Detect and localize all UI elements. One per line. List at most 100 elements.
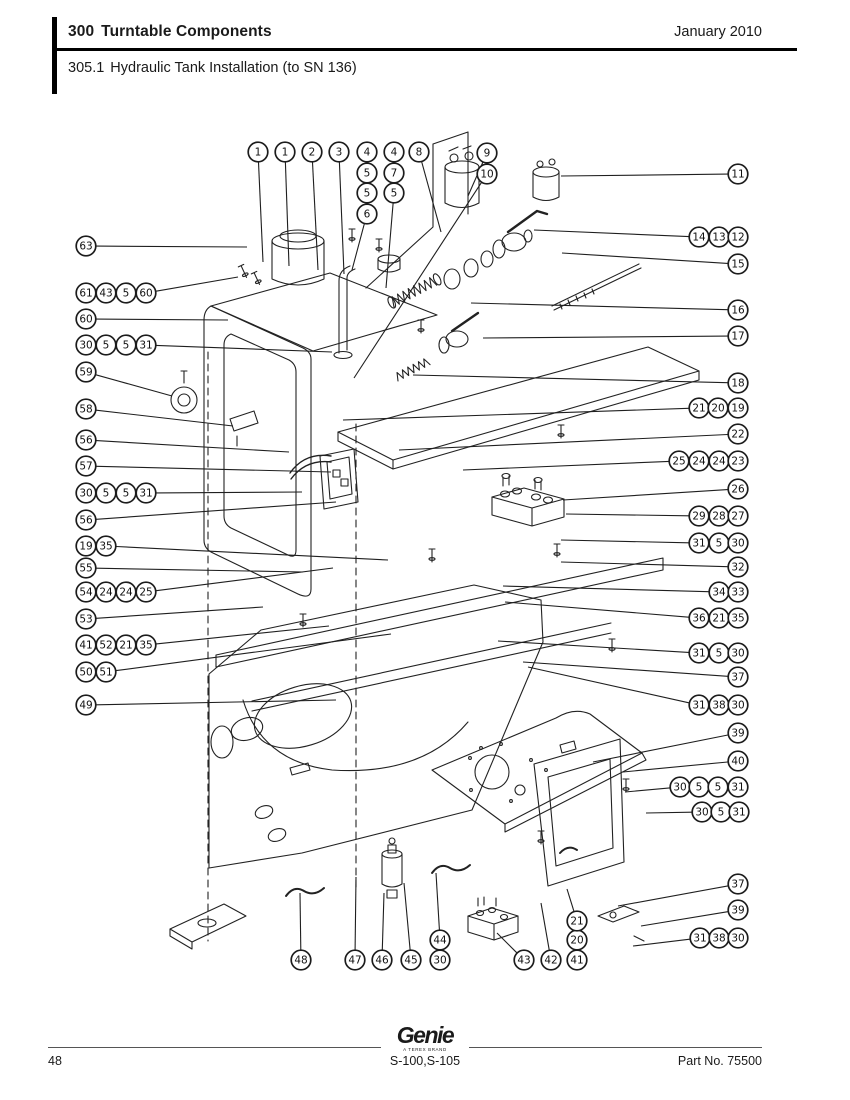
balloon-number: 51 <box>99 667 112 679</box>
balloon-number: 5 <box>123 488 130 500</box>
leader-line-35 <box>116 545 389 561</box>
balloon-number: 31 <box>732 807 745 819</box>
balloon-number: 17 <box>731 331 744 343</box>
balloon-number: 47 <box>348 955 361 967</box>
balloon-number: 5 <box>696 782 703 794</box>
balloon-46 <box>371 949 393 971</box>
balloon-12 <box>727 226 749 248</box>
leader-line-59 <box>95 374 173 397</box>
section-number: 300 <box>68 23 95 40</box>
balloon-number: 35 <box>139 640 152 652</box>
issue-date: January 2010 <box>674 24 762 40</box>
balloon-57 <box>75 455 97 477</box>
balloon-number: 5 <box>123 288 130 300</box>
balloon-number: 49 <box>79 700 92 712</box>
balloon-number: 31 <box>692 538 705 550</box>
balloon-31 <box>727 776 749 798</box>
balloon-number: 31 <box>731 782 744 794</box>
balloon-number: 25 <box>139 587 152 599</box>
balloon-number: 48 <box>294 955 307 967</box>
header-accent-bar <box>52 17 57 94</box>
balloon-number: 5 <box>715 782 722 794</box>
balloon-number: 4 <box>391 147 398 159</box>
balloon-number: 26 <box>731 484 745 496</box>
leader-line-21 <box>342 407 689 421</box>
balloon-number: 25 <box>672 456 685 468</box>
leader-line-11 <box>560 173 728 177</box>
leader-line-1 <box>257 162 264 263</box>
balloon-number: 8 <box>416 147 423 159</box>
balloon-number: 30 <box>695 807 708 819</box>
balloon-number: 6 <box>364 209 371 221</box>
leader-line-32 <box>560 561 728 568</box>
balloon-number: 31 <box>693 933 706 945</box>
balloon-number: 21 <box>119 640 132 652</box>
leader-line-31 <box>527 666 690 704</box>
balloon-30 <box>727 642 749 664</box>
balloon-40 <box>727 750 749 772</box>
balloon-number: 46 <box>375 955 389 967</box>
balloon-10 <box>476 163 498 185</box>
balloon-number: 1 <box>255 147 262 159</box>
leader-line-29 <box>565 513 689 517</box>
balloon-number: 30 <box>731 700 744 712</box>
balloon-47 <box>344 949 366 971</box>
leader-line-21 <box>566 888 575 912</box>
balloon-59 <box>75 361 97 383</box>
balloon-number: 30 <box>731 648 744 660</box>
balloon-51 <box>95 661 117 683</box>
header-rule <box>52 48 797 51</box>
leader-line-31 <box>560 539 689 544</box>
balloon-8 <box>408 141 430 163</box>
balloon-63 <box>75 235 97 257</box>
balloon-number: 30 <box>731 933 744 945</box>
balloon-49 <box>75 694 97 716</box>
balloon-31 <box>135 334 157 356</box>
balloon-number: 31 <box>692 700 705 712</box>
balloon-32 <box>727 556 749 578</box>
leader-line-26 <box>562 489 728 501</box>
leader-line-30 <box>624 787 670 793</box>
balloon-30 <box>727 532 749 554</box>
leader-line-3 <box>338 162 345 275</box>
balloon-22 <box>727 423 749 445</box>
balloon-number: 29 <box>692 511 705 523</box>
balloon-35 <box>95 535 117 557</box>
balloon-5 <box>383 182 405 204</box>
leader-line-43 <box>496 932 518 954</box>
balloon-number: 30 <box>79 340 92 352</box>
leader-line-44 <box>435 872 440 930</box>
balloon-number: 24 <box>119 587 133 599</box>
balloon-number: 21 <box>712 613 725 625</box>
balloon-number: 23 <box>731 456 744 468</box>
leader-line-55 <box>96 567 304 573</box>
leader-line-6 <box>351 223 365 271</box>
balloon-number: 58 <box>79 404 92 416</box>
leader-line-18 <box>412 374 728 384</box>
leader-line-31 <box>156 491 303 494</box>
balloon-number: 24 <box>692 456 706 468</box>
model-numbers: S-100,S-105 <box>389 1054 461 1068</box>
balloon-number: 40 <box>731 756 744 768</box>
leader-line-58 <box>96 409 234 427</box>
balloon-number: 5 <box>364 168 371 180</box>
leader-line-30 <box>645 811 692 814</box>
balloon-number: 2 <box>309 147 316 159</box>
leader-line-31 <box>497 640 689 653</box>
leader-line-51 <box>116 633 392 672</box>
balloon-number: 63 <box>79 241 92 253</box>
balloon-37 <box>727 873 749 895</box>
balloon-number: 32 <box>731 562 744 574</box>
balloon-number: 30 <box>433 955 446 967</box>
balloon-39 <box>727 722 749 744</box>
balloon-number: 42 <box>544 955 557 967</box>
balloon-number: 27 <box>731 511 744 523</box>
balloon-number: 5 <box>718 807 725 819</box>
leader-line-56 <box>96 440 290 453</box>
balloon-number: 5 <box>716 648 723 660</box>
balloon-30 <box>429 949 451 971</box>
balloon-21 <box>566 910 588 932</box>
balloon-45 <box>400 949 422 971</box>
balloon-60 <box>75 308 97 330</box>
